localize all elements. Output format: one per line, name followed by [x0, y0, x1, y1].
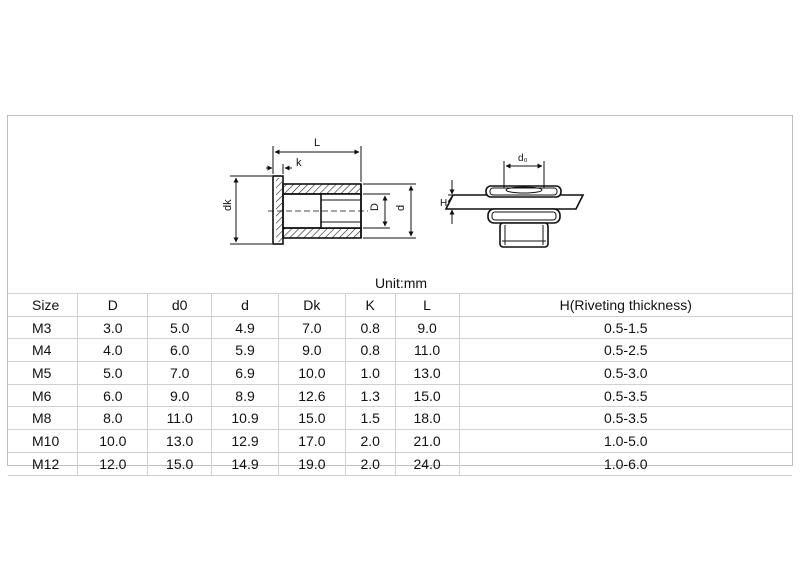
table-cell: 15.0	[278, 406, 346, 431]
table-cell: 0.5-2.5	[459, 338, 792, 363]
table-cell: 13.0	[147, 429, 213, 453]
table-cell: 9.0	[395, 316, 460, 340]
header-cell: L	[395, 294, 460, 317]
table-row: M4 4.0 6.0 5.9 9.0 0.8 11.0 0.5-2.5	[8, 338, 792, 363]
table-cell: 15.0	[147, 452, 213, 476]
table-cell: 9.0	[278, 338, 346, 363]
table-cell: M3	[8, 316, 79, 340]
table-cell: M12	[8, 452, 79, 476]
table-cell: 0.5-1.5	[459, 316, 792, 340]
label-L: L	[314, 137, 320, 149]
header-cell: d0	[147, 294, 213, 317]
table-cell: 17.0	[278, 429, 346, 453]
table-cell: 4.9	[211, 316, 279, 340]
label-k: k	[296, 157, 302, 169]
table-cell: 8.9	[211, 384, 279, 408]
table-cell: 6.9	[211, 361, 279, 385]
header-cell: K	[345, 294, 396, 317]
table-cell: 6.0	[77, 384, 149, 408]
table-cell: 12.0	[77, 452, 149, 476]
table-cell: M6	[8, 384, 79, 408]
header-cell: d	[211, 294, 279, 317]
table-cell: 24.0	[395, 452, 460, 476]
side-view	[230, 146, 416, 245]
table-cell: 15.0	[395, 384, 460, 408]
table-cell: 10.9	[211, 406, 279, 431]
table-cell: 11.0	[147, 406, 213, 431]
unit-label: Unit:mm	[8, 273, 794, 294]
table-cell: 5.0	[77, 361, 149, 385]
table-cell: M10	[8, 429, 79, 453]
table-cell: 2.0	[345, 452, 396, 476]
table-cell: 7.0	[147, 361, 213, 385]
table-row: M5 5.0 7.0 6.9 10.0 1.0 13.0 0.5-3.0	[8, 361, 792, 385]
installed-view	[444, 161, 585, 248]
table-cell: M5	[8, 361, 79, 385]
table-cell: 5.9	[211, 338, 279, 363]
label-dk: dk	[222, 199, 234, 211]
header-cell: Size	[8, 294, 79, 317]
table-cell: 10.0	[77, 429, 149, 453]
header-cell: D	[77, 294, 149, 317]
table-cell: 2.0	[345, 429, 396, 453]
table-cell: 6.0	[147, 338, 213, 363]
table-cell: 3.0	[77, 316, 149, 340]
table-row: M8 8.0 11.0 10.9 15.0 1.5 18.0 0.5-3.5	[8, 406, 792, 431]
table-cell: 11.0	[395, 338, 460, 363]
table-cell: 19.0	[278, 452, 346, 476]
table-row: M12 12.0 15.0 14.9 19.0 2.0 24.0 1.0-6.0	[8, 452, 792, 476]
table-cell: 9.0	[147, 384, 213, 408]
table-cell: 10.0	[278, 361, 346, 385]
table-cell: 13.0	[395, 361, 460, 385]
table-cell: 4.0	[77, 338, 149, 363]
spec-sheet-frame: L k dk D d	[7, 115, 794, 476]
table-row: M10 10.0 13.0 12.9 17.0 2.0 21.0 1.0-5.0	[8, 429, 792, 453]
table-row: M3 3.0 5.0 4.9 7.0 0.8 9.0 0.5-1.5	[8, 316, 792, 340]
table-cell: 12.9	[211, 429, 279, 453]
rivet-nut-drawing: L k dk D d	[222, 137, 585, 248]
label-D: D	[369, 203, 381, 211]
header-cell: Dk	[278, 294, 346, 317]
table-cell: M8	[8, 406, 79, 431]
header-cell: H(Riveting thickness)	[459, 294, 792, 317]
label-H: H	[440, 198, 447, 209]
label-d: d	[395, 205, 407, 211]
table-cell: 0.8	[345, 316, 396, 340]
table-cell: 8.0	[77, 406, 149, 431]
table-cell: 7.0	[278, 316, 346, 340]
table-cell: 1.0-5.0	[459, 429, 792, 453]
table-cell: 0.5-3.0	[459, 361, 792, 385]
table-row: M6 6.0 9.0 8.9 12.6 1.3 15.0 0.5-3.5	[8, 384, 792, 408]
table-cell: 0.5-3.5	[459, 384, 792, 408]
table-cell: 18.0	[395, 406, 460, 431]
table-cell: 0.5-3.5	[459, 406, 792, 431]
label-d0: d₀	[518, 153, 528, 164]
table-cell: 14.9	[211, 452, 279, 476]
table-cell: 21.0	[395, 429, 460, 453]
table-cell: 1.0	[345, 361, 396, 385]
table-cell: M4	[8, 338, 79, 363]
table-cell: 5.0	[147, 316, 213, 340]
table-cell: 1.0-6.0	[459, 452, 792, 476]
table-cell: 0.8	[345, 338, 396, 363]
table-cell: 1.3	[345, 384, 396, 408]
spec-table: Size D d0 d Dk K L H(Riveting thickness)…	[8, 294, 792, 476]
table-cell: 1.5	[345, 406, 396, 431]
table-cell: 12.6	[278, 384, 346, 408]
table-header-row: Size D d0 d Dk K L H(Riveting thickness)	[8, 294, 792, 317]
